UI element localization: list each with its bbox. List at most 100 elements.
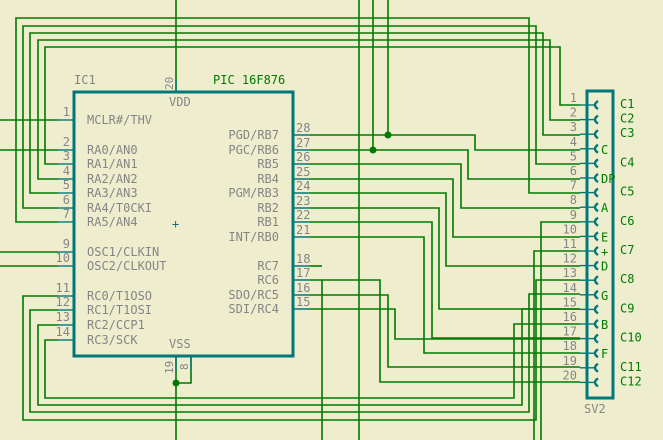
connector-pin[interactable]: 20 xyxy=(563,368,599,388)
ic-name: IC1 xyxy=(74,73,96,87)
connector-pin[interactable]: 10 xyxy=(563,222,599,242)
connector-pin[interactable]: 16 xyxy=(563,310,599,329)
connector-pin[interactable]: 8 xyxy=(570,193,599,213)
pin-number: 24 xyxy=(296,179,310,193)
pin-number: 17 xyxy=(296,266,310,280)
pin-number: 12 xyxy=(563,252,577,266)
pin-number: 1 xyxy=(570,91,577,105)
ic-pic16f876[interactable]: IC1 PIC 16F876 VDD 20 VSS 19 8 + 1MCLR#/… xyxy=(56,73,311,374)
connector-pin[interactable]: 14 xyxy=(563,281,599,300)
pin-label: RC2/CCP1 xyxy=(87,318,145,332)
segment-label: C xyxy=(601,143,608,157)
wire-ra3 xyxy=(29,32,580,194)
wire-rc1 xyxy=(29,293,580,413)
connector-pin[interactable]: 1 xyxy=(570,91,599,110)
socket-contact-icon xyxy=(593,362,599,373)
connector-pin[interactable]: 12 xyxy=(563,252,599,271)
pin-label: RC0/T1OSO xyxy=(87,289,152,303)
connector-body xyxy=(585,89,615,400)
pin-label: SDI/RC4 xyxy=(228,302,279,316)
socket-contact-icon xyxy=(593,246,599,256)
wire-ra4 xyxy=(22,25,580,209)
pin-number: 16 xyxy=(563,310,577,324)
pin-label: PGC/RB6 xyxy=(228,143,279,157)
connector-pin[interactable]: 2 xyxy=(570,106,599,125)
wire-rb1 xyxy=(310,221,580,339)
pin-label: RA2/AN2 xyxy=(87,172,138,186)
wire-ra5 xyxy=(15,17,580,223)
connector-pin[interactable]: 4 xyxy=(570,135,599,154)
segment-label: E xyxy=(601,230,608,244)
connector-pin[interactable]: 5 xyxy=(570,149,599,169)
net-label: C1 xyxy=(620,97,634,111)
connector-pin[interactable]: 13 xyxy=(563,266,599,286)
connector-pin[interactable]: 7 xyxy=(570,179,599,198)
ic-vss-label: VSS xyxy=(169,337,191,351)
pin-number: 2 xyxy=(570,106,577,120)
wire-rc5 xyxy=(310,294,580,368)
socket-contact-icon xyxy=(593,158,599,169)
socket-contact-icon xyxy=(593,114,599,125)
wire-rb0 xyxy=(310,236,580,354)
pin-number: 14 xyxy=(56,325,70,339)
connector-pin[interactable]: 9 xyxy=(570,208,599,227)
pin-number: 20 xyxy=(563,368,577,382)
socket-contact-icon xyxy=(593,173,599,183)
connector-pin[interactable]: 17 xyxy=(563,325,599,344)
net-label: C12 xyxy=(620,374,642,388)
wire-rb2 xyxy=(310,207,580,310)
pin-number: 13 xyxy=(56,310,70,324)
connector-pin[interactable]: 6 xyxy=(570,164,599,183)
connector-pin[interactable]: 11 xyxy=(563,237,599,256)
socket-contact-icon xyxy=(593,275,599,286)
pin-number: 18 xyxy=(563,339,577,353)
socket-contact-icon xyxy=(593,129,599,140)
wire-sv-11 xyxy=(533,250,580,440)
ic-vss-pin: 8 xyxy=(178,363,191,370)
socket-contact-icon xyxy=(593,231,599,242)
wire-rc4 xyxy=(310,308,580,340)
connector-pin[interactable]: 15 xyxy=(563,295,599,315)
wire-rb4 xyxy=(310,178,580,238)
connector-pin[interactable]: 19 xyxy=(563,354,599,373)
pin-number: 28 xyxy=(296,121,310,135)
net-label: C11 xyxy=(620,360,642,374)
connector-pin[interactable]: 18 xyxy=(563,339,599,359)
connector-pin[interactable]: 3 xyxy=(570,120,599,140)
pin-label: SDO/RC5 xyxy=(228,288,279,302)
segment-label: B xyxy=(601,318,608,332)
pin-label: MCLR#/THV xyxy=(87,113,152,127)
wire-ra1 xyxy=(44,46,580,165)
net-label: C5 xyxy=(620,185,634,199)
junction-dot xyxy=(172,379,180,387)
pin-number: 10 xyxy=(563,222,577,236)
pin-number: 11 xyxy=(563,237,577,251)
